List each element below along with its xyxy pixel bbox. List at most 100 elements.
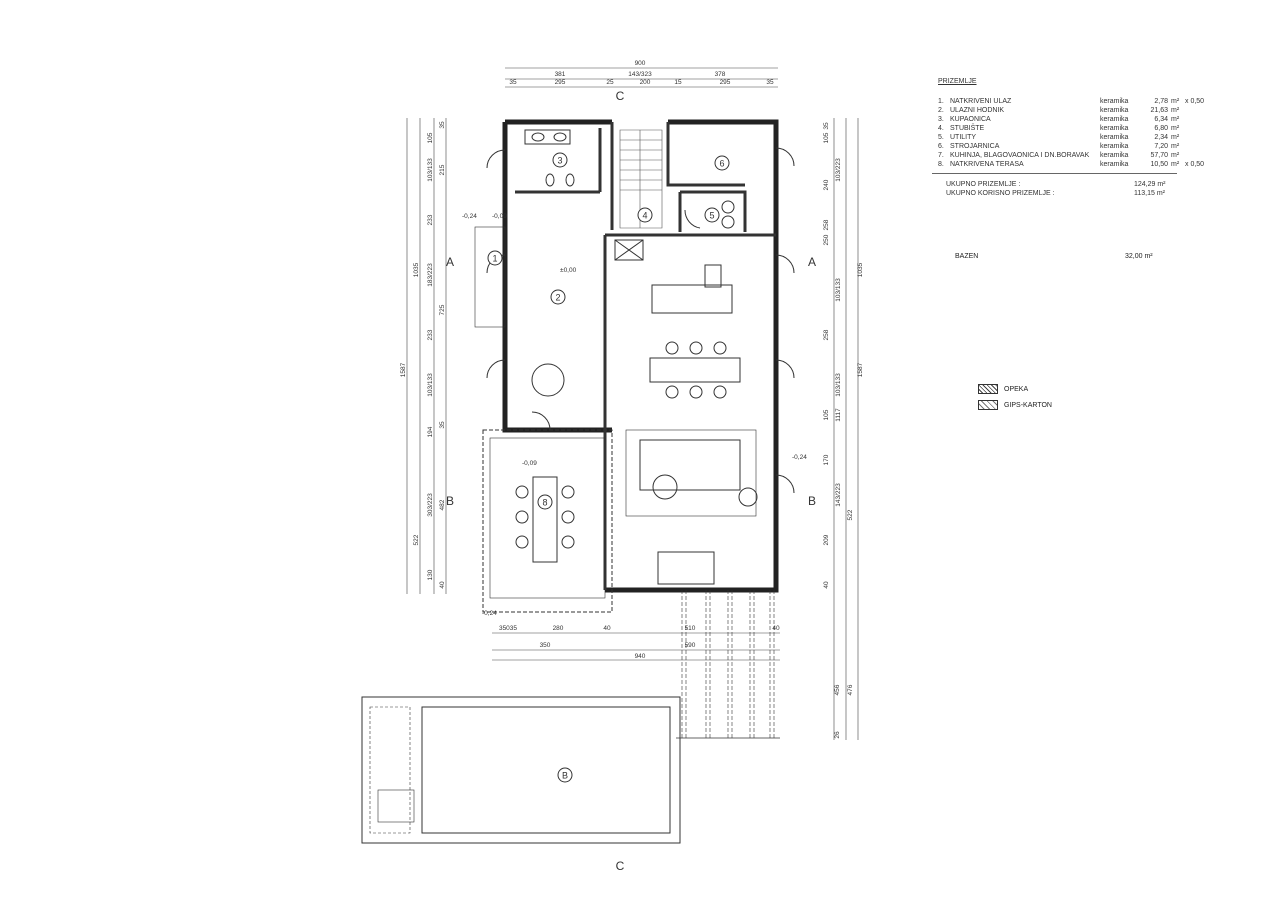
schedule-area: 10,50 <box>1150 161 1168 168</box>
section-marker-a-left: A <box>446 255 454 269</box>
schedule-divider <box>932 173 1177 174</box>
dimension-label: 381 <box>555 71 566 78</box>
dimension-label: 303/223 <box>427 493 434 517</box>
room-tag-circle <box>550 289 566 305</box>
dimension-label: 103/223 <box>835 158 842 182</box>
dimension-label: 209 <box>823 534 830 545</box>
schedule-area: 6,34 <box>1154 116 1168 123</box>
pool-value: 32,00 m² <box>1125 253 1153 260</box>
schedule-name: STUBIŠTE <box>950 125 985 132</box>
dimension-label: 295 <box>720 79 731 86</box>
dimension-label: 725 <box>439 304 446 315</box>
schedule-factor <box>1185 124 1215 133</box>
schedule-factor <box>1185 151 1215 160</box>
room-number: 2 <box>555 293 560 303</box>
room-number: 6 <box>719 159 724 169</box>
dimension-label: 183/223 <box>427 263 434 287</box>
dimension-label: 25 <box>606 79 614 86</box>
schedule-no: 7. <box>938 152 944 159</box>
dimension-label: 26 <box>834 731 841 739</box>
schedule-name: NATKRIVENA TERASA <box>950 161 1024 168</box>
dimension-label: 1117 <box>835 408 842 422</box>
schedule-unit: m² <box>1171 107 1180 114</box>
schedule-material: keramika <box>1100 134 1129 141</box>
schedule-no: 2. <box>938 107 944 114</box>
dimension-label: 940 <box>635 653 646 660</box>
dimension-label: 170 <box>823 454 830 465</box>
dimension-label: 200 <box>640 79 651 86</box>
bathroom-fixtures <box>524 129 575 187</box>
room-number: 1 <box>492 254 497 264</box>
dimension-label: 378 <box>715 71 726 78</box>
dining-table <box>649 357 741 383</box>
terrace-outline <box>482 429 613 613</box>
dimension-label: 15 <box>674 79 682 86</box>
dimension-label: 258 <box>823 329 830 340</box>
level-marker: -0,24 <box>482 610 497 617</box>
dimension-label: 35 <box>766 79 774 86</box>
rug <box>625 429 757 517</box>
room-tag-circle <box>704 207 720 223</box>
room-tag-circle <box>557 767 573 783</box>
dimension-label: 233 <box>427 329 434 340</box>
pool-outer <box>361 696 681 844</box>
section-marker-c-top: C <box>616 89 625 103</box>
dimension-label: 40 <box>439 581 446 589</box>
dimension-label: 105 <box>427 132 434 143</box>
coffee-table <box>652 474 678 500</box>
room-number: 8 <box>542 498 547 508</box>
schedule-unit: m² <box>1171 125 1180 132</box>
total-value: 124,29 m² <box>1134 181 1166 188</box>
dimension-label: 240 <box>823 179 830 190</box>
level-marker: ±0,00 <box>560 267 577 274</box>
room-tag-circle <box>487 250 503 266</box>
room-tag-circle <box>714 155 730 171</box>
dimension-label: 233 <box>427 214 434 225</box>
kitchen-island <box>651 284 733 314</box>
schedule-material: keramika <box>1100 98 1129 105</box>
dimension-label: 215 <box>439 164 446 175</box>
dimension-label: 900 <box>635 60 646 67</box>
level-marker: -0,09 <box>522 460 537 467</box>
schedule-material: keramika <box>1100 152 1129 159</box>
dimension-label: 35 <box>509 79 517 86</box>
schedule-area: 57,70 <box>1150 152 1168 159</box>
level-marker: -0,24 <box>462 213 477 220</box>
schedule-name: STROJARNICA <box>950 143 1000 150</box>
dimension-label: 476 <box>847 684 854 695</box>
pool-equipment <box>377 789 415 823</box>
schedule-factor <box>1185 133 1215 142</box>
utility-appliances <box>721 200 735 229</box>
schedule-unit: m² <box>1171 98 1180 105</box>
kitchen-counter <box>704 264 722 288</box>
pool-basin <box>421 706 671 834</box>
total-value: 113,15 m² <box>1134 190 1165 197</box>
dimension-label: 350 <box>540 642 551 649</box>
terrace-chairs <box>515 485 575 549</box>
legend-opeka: OPEKA <box>978 384 1028 394</box>
schedule-title: PRIZEMLJE <box>938 78 977 85</box>
section-marker-c-bottom: C <box>616 859 625 873</box>
schedule-area: 7,20 <box>1154 143 1168 150</box>
dimension-label: 103/133 <box>835 278 842 302</box>
room-number: 5 <box>709 211 714 221</box>
side-table <box>738 487 758 507</box>
level-marker: -0,09 <box>492 213 507 220</box>
dimension-label: 194 <box>427 426 434 437</box>
dimension-label: 40 <box>823 581 830 589</box>
schedule-name: KUPAONICA <box>950 116 991 123</box>
terrace-slab <box>489 437 606 599</box>
schedule-unit: m² <box>1171 152 1180 159</box>
dimension-label: 103/133 <box>427 373 434 397</box>
schedule-no: 4. <box>938 125 944 132</box>
schedule-name: UTILITY <box>950 134 977 141</box>
dimension-label: 1035 <box>413 262 420 277</box>
schedule-material: keramika <box>1100 143 1129 150</box>
dimension-label: 35 <box>439 421 446 429</box>
dimension-label: 103/133 <box>835 373 842 397</box>
